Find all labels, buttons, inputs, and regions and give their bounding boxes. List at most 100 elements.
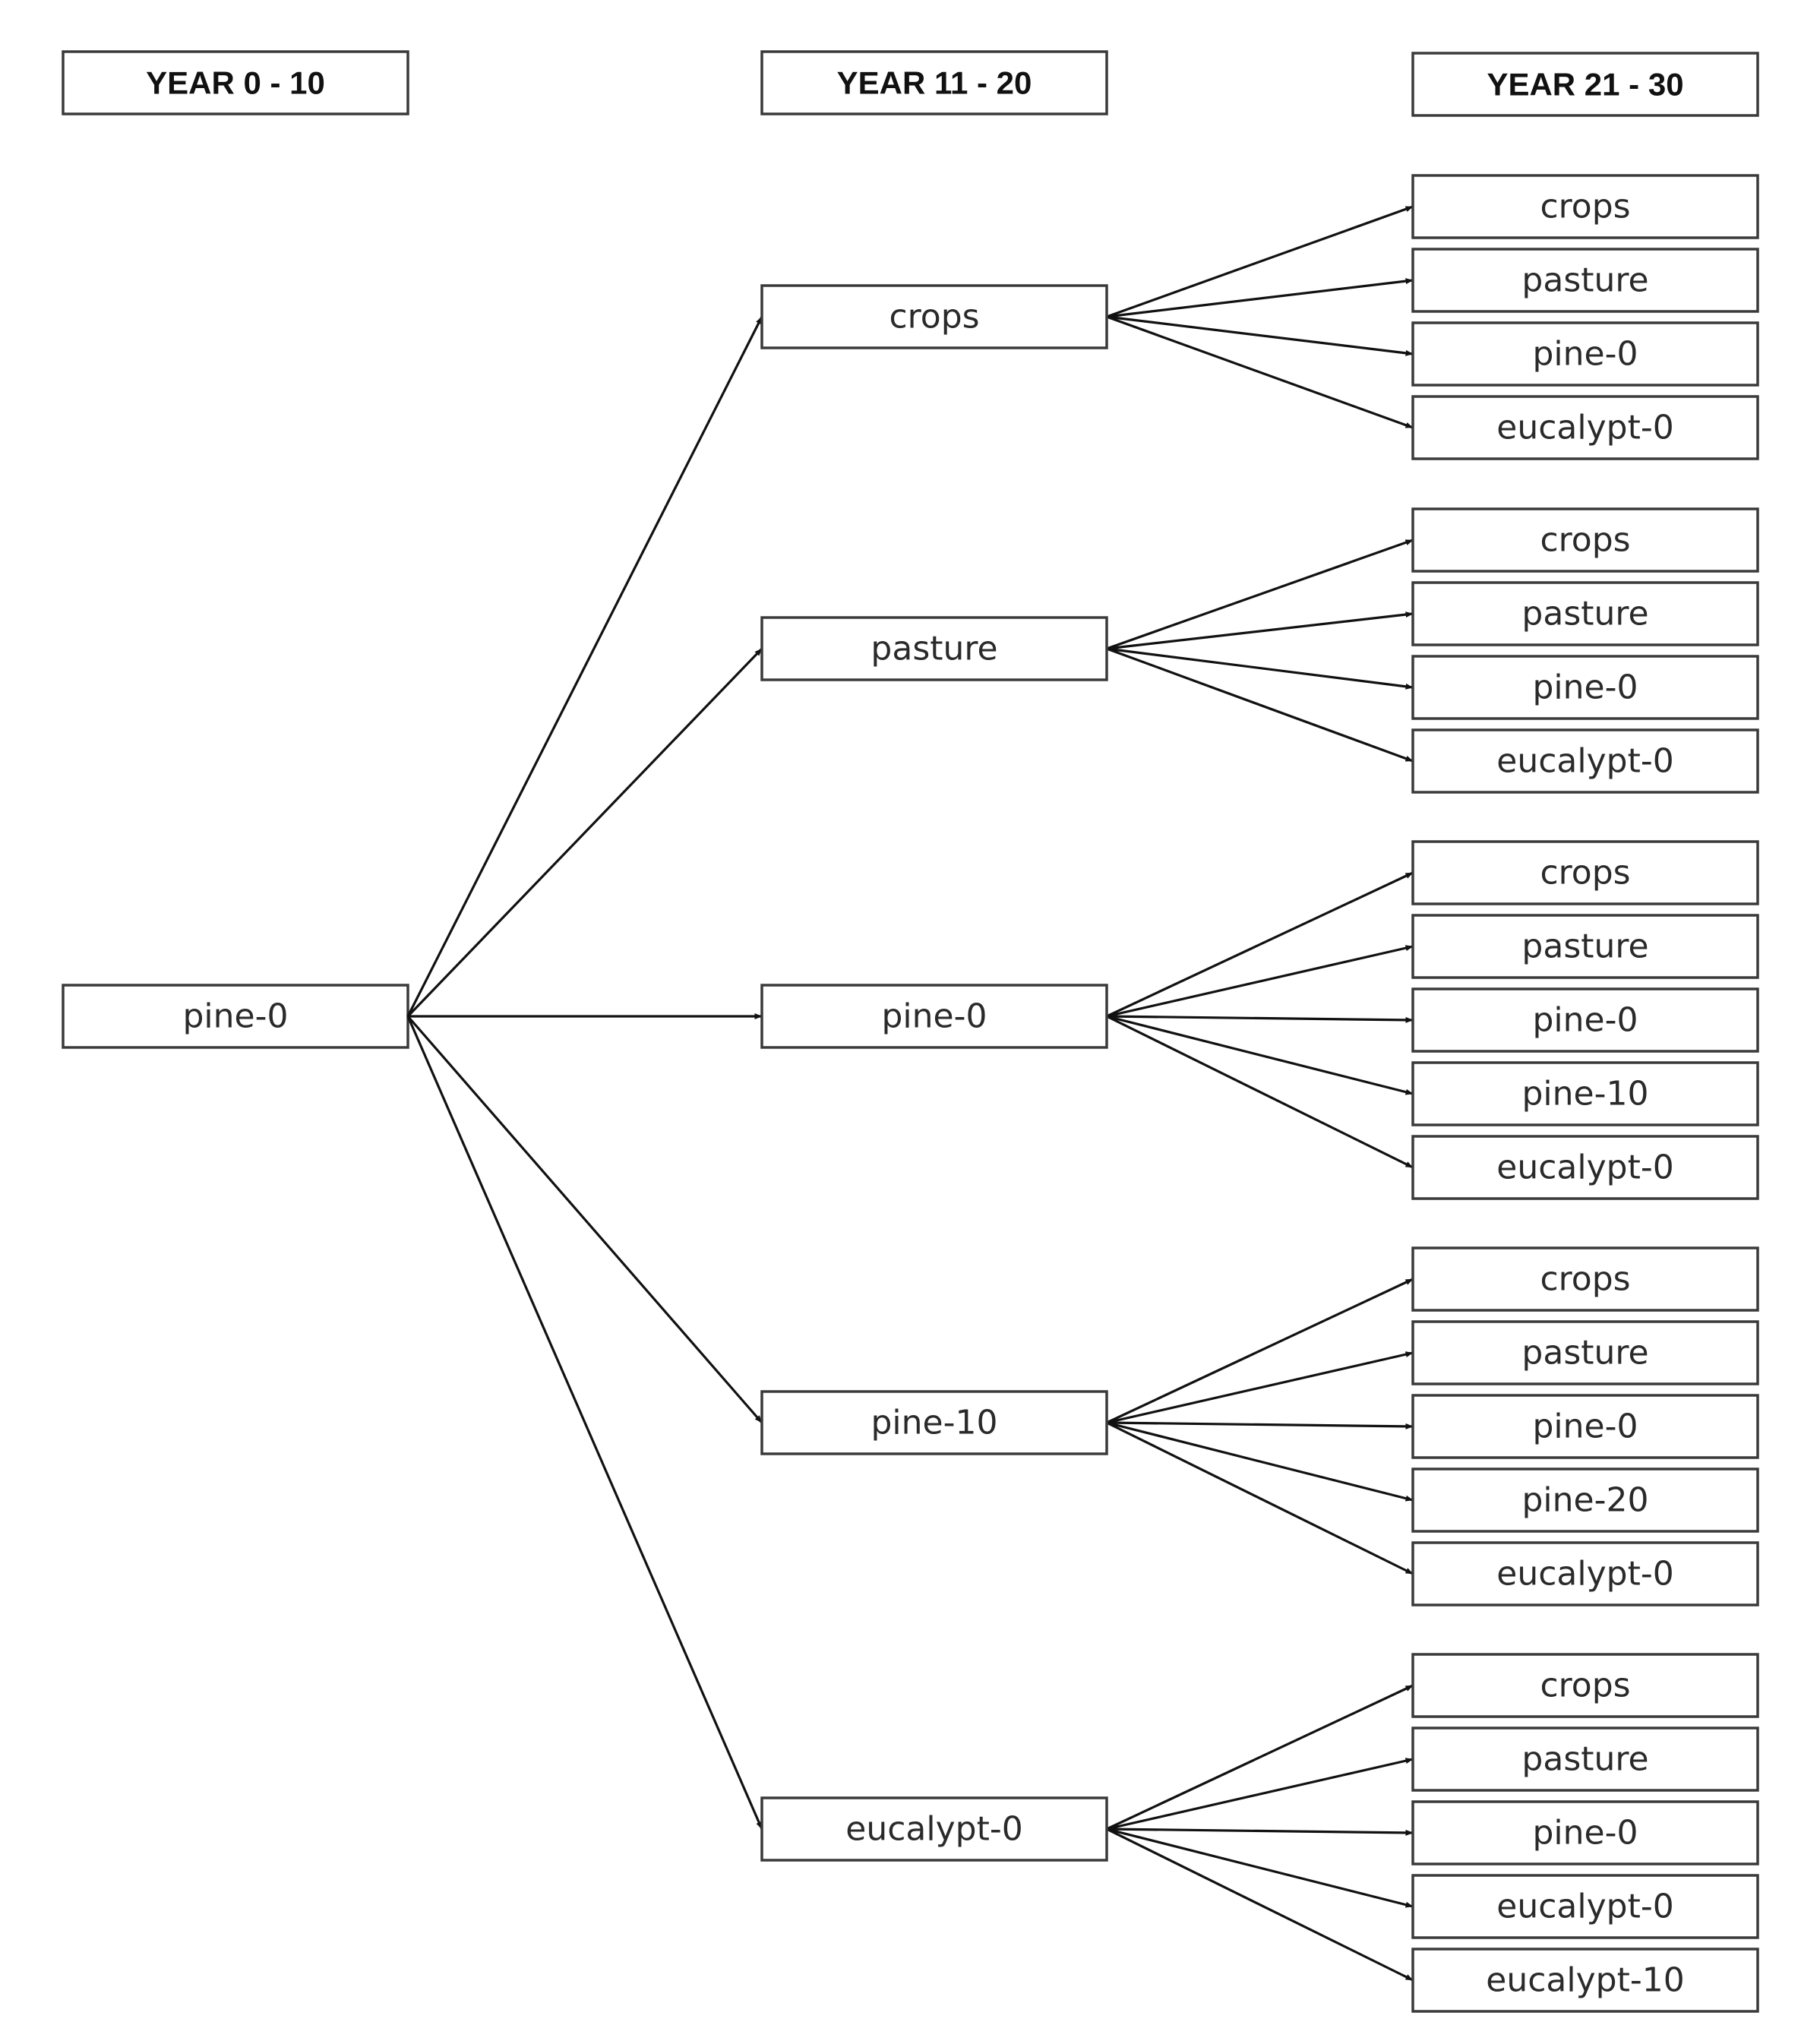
leaf-node-eucalypt-0-eucalypt-10-label: eucalypt-10 (1486, 1961, 1684, 2000)
leaf-node-pine-10-pasture: pasture (1411, 1320, 1759, 1385)
arrow-root-to-pine-10 (406, 1015, 763, 1424)
column-header-year-21-30: YEAR 21 - 30 (1411, 52, 1759, 117)
leaf-node-pine-0-pine-10-box (1411, 1061, 1759, 1126)
leaf-node-pasture-pine-0: pine-0 (1411, 655, 1759, 720)
leaf-node-crops-crops-box (1411, 174, 1759, 239)
leaf-node-pasture-pasture: pasture (1411, 581, 1759, 646)
leaf-node-crops-eucalypt-0-box (1411, 395, 1759, 460)
arrow-crops-to-pine-0 (1106, 315, 1414, 356)
leaf-node-pasture-eucalypt-0-box (1411, 728, 1759, 794)
leaf-node-pasture-pasture-box (1411, 581, 1759, 646)
nodes: crops crops pasture pine-0 eucalypt-0 pasture… (760, 174, 1759, 2013)
leaf-node-pasture-eucalypt-0: eucalypt-0 (1411, 728, 1759, 794)
arrow-crops-to-eucalypt-0 (1106, 315, 1414, 429)
leaf-node-crops-pine-0-box (1411, 321, 1759, 387)
leaf-node-eucalypt-0-eucalypt-10: eucalypt-10 (1411, 1948, 1759, 2013)
leaf-node-pasture-pine-0-label: pine-0 (1533, 668, 1638, 707)
leaf-node-pine-10-eucalypt-0-box (1411, 1541, 1759, 1606)
arrow-pine-10-to-pasture (1106, 1351, 1414, 1424)
leaf-node-pine-10-pine-20-label: pine-20 (1522, 1481, 1649, 1520)
arrow-pine-0-to-eucalypt-0 (1106, 1015, 1414, 1169)
branch-node-crops: crops (760, 284, 1108, 349)
leaf-node-eucalypt-0-crops: crops (1411, 1653, 1759, 1718)
column-header-year-11-20: YEAR 11 - 20 (760, 50, 1108, 115)
branch-node-pine-10-label: pine-10 (871, 1404, 998, 1442)
branch-node-eucalypt-0-label: eucalypt-0 (845, 1810, 1022, 1849)
root-node-label: pine-0 (183, 997, 289, 1036)
branch-node-pine-10-box (760, 1390, 1108, 1455)
column-header-year-0-10: YEAR 0 - 10 (62, 50, 409, 115)
leaf-node-eucalypt-0-pasture: pasture (1411, 1727, 1759, 1792)
arrow-pasture-to-crops (1106, 539, 1414, 650)
arrow-pine-0-to-crops (1106, 871, 1414, 1018)
leaf-node-pine-10-crops-box (1411, 1246, 1759, 1312)
branch-node-pasture-box (760, 616, 1108, 681)
arrow-pasture-to-eucalypt-0 (1106, 647, 1414, 763)
leaf-node-eucalypt-0-eucalypt-0-label: eucalypt-0 (1496, 1888, 1673, 1926)
leaf-node-pine-0-eucalypt-0-label: eucalypt-0 (1496, 1148, 1673, 1187)
leaf-node-pine-0-eucalypt-0: eucalypt-0 (1411, 1135, 1759, 1200)
leaf-node-pine-0-pine-10: pine-10 (1411, 1061, 1759, 1126)
leaf-node-pasture-pine-0-box (1411, 655, 1759, 720)
arrow-pine-0-to-pine-0 (1106, 1015, 1414, 1023)
leaf-node-crops-crops: crops (1411, 174, 1759, 239)
edges (406, 205, 1414, 1982)
leaf-node-crops-pine-0: pine-0 (1411, 321, 1759, 387)
leaf-node-eucalypt-0-pasture-label: pasture (1521, 1740, 1648, 1779)
arrow-pine-10-to-crops (1106, 1278, 1414, 1424)
arrow-pine-0-to-pasture (1106, 945, 1414, 1018)
leaf-node-pine-10-pine-0-label: pine-0 (1533, 1407, 1638, 1446)
leaf-node-pine-10-pasture-label: pasture (1521, 1334, 1648, 1373)
leaf-node-pine-10-pine-0: pine-0 (1411, 1394, 1759, 1459)
leaf-node-pine-0-crops-label: crops (1540, 854, 1630, 892)
leaf-node-pine-0-pine-10-label: pine-10 (1522, 1075, 1649, 1114)
leaf-node-pine-10-crops-label: crops (1540, 1260, 1630, 1299)
leaf-node-pine-10-pine-0-box (1411, 1394, 1759, 1459)
leaf-node-pine-10-eucalypt-0: eucalypt-0 (1411, 1541, 1759, 1606)
column-header-label: YEAR 11 - 20 (837, 65, 1032, 101)
arrow-eucalypt-0-to-eucalypt-10 (1106, 1828, 1414, 1982)
leaf-node-pine-10-crops: crops (1411, 1246, 1759, 1312)
arrow-pine-10-to-pine-0 (1106, 1421, 1414, 1430)
arrow-pasture-to-pine-0 (1106, 647, 1414, 690)
leaf-node-crops-crops-label: crops (1540, 188, 1630, 226)
leaf-node-crops-pasture-box (1411, 248, 1759, 313)
arrow-eucalypt-0-to-pasture (1106, 1758, 1414, 1831)
leaf-node-crops-eucalypt-0-label: eucalypt-0 (1496, 409, 1673, 447)
leaf-node-pasture-crops: crops (1411, 507, 1759, 573)
leaf-node-eucalypt-0-pine-0: pine-0 (1411, 1800, 1759, 1866)
arrow-root-to-eucalypt-0 (406, 1016, 763, 1830)
leaf-node-eucalypt-0-eucalypt-10-box (1411, 1948, 1759, 2013)
arrow-crops-to-pasture (1106, 278, 1414, 318)
branch-node-eucalypt-0-box (760, 1796, 1108, 1862)
branch-node-crops-box (760, 284, 1108, 349)
leaf-node-pine-10-eucalypt-0-label: eucalypt-0 (1496, 1555, 1673, 1594)
leaf-node-eucalypt-0-eucalypt-0-box (1411, 1874, 1759, 1939)
leaf-node-pine-0-pine-0: pine-0 (1411, 987, 1759, 1053)
branch-node-pine-0-label: pine-0 (882, 997, 987, 1036)
branch-node-pasture: pasture (760, 616, 1108, 681)
leaf-node-pasture-crops-label: crops (1540, 521, 1630, 560)
arrow-eucalypt-0-to-eucalypt-0 (1106, 1828, 1414, 1908)
leaf-node-pine-0-crops: crops (1411, 840, 1759, 905)
leaf-node-crops-pasture: pasture (1411, 248, 1759, 313)
leaf-node-eucalypt-0-pine-0-box (1411, 1800, 1759, 1866)
leaf-node-crops-pasture-label: pasture (1521, 261, 1648, 300)
arrow-crops-to-crops (1106, 205, 1414, 318)
arrow-pasture-to-pasture (1106, 611, 1414, 650)
leaf-node-pine-10-pasture-box (1411, 1320, 1759, 1385)
leaf-node-pine-0-crops-box (1411, 840, 1759, 905)
leaf-node-eucalypt-0-crops-box (1411, 1653, 1759, 1718)
arrow-root-to-pasture (406, 647, 763, 1018)
leaf-node-pine-0-eucalypt-0-box (1411, 1135, 1759, 1200)
leaf-node-pasture-eucalypt-0-label: eucalypt-0 (1496, 742, 1673, 781)
branch-node-pine-0: pine-0 (760, 984, 1108, 1049)
branch-node-pine-0-box (760, 984, 1108, 1049)
leaf-node-pine-0-pasture-label: pasture (1521, 927, 1648, 966)
leaf-node-pine-10-pine-20-box (1411, 1467, 1759, 1533)
leaf-node-crops-eucalypt-0: eucalypt-0 (1411, 395, 1759, 460)
branch-node-crops-label: crops (889, 298, 979, 336)
leaf-node-pine-0-pasture: pasture (1411, 914, 1759, 979)
leaf-node-crops-pine-0-label: pine-0 (1533, 335, 1638, 374)
root-node: pine-0 (62, 984, 409, 1049)
